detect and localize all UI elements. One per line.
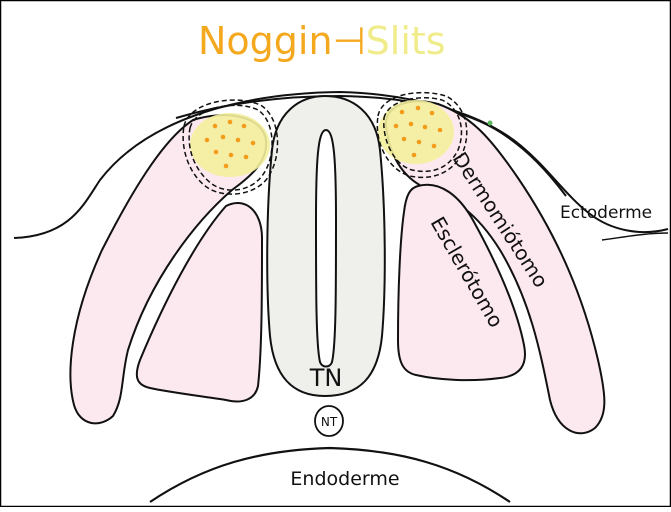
title-inhibition-symbol: ⊣ — [333, 19, 366, 63]
green-marker-dot — [488, 121, 493, 126]
label-nt: NT — [321, 415, 338, 429]
title-noggin: Noggin — [198, 19, 333, 63]
label-ectoderme: Ectoderme — [560, 203, 652, 223]
label-tn: TN — [309, 364, 343, 392]
title-slits: Slits — [366, 19, 446, 63]
figure-title: Noggin⊣Slits — [198, 19, 446, 63]
neural-canal — [316, 130, 336, 367]
label-endoderme: Endoderme — [290, 468, 399, 490]
ectoderm-right-line — [602, 233, 668, 240]
